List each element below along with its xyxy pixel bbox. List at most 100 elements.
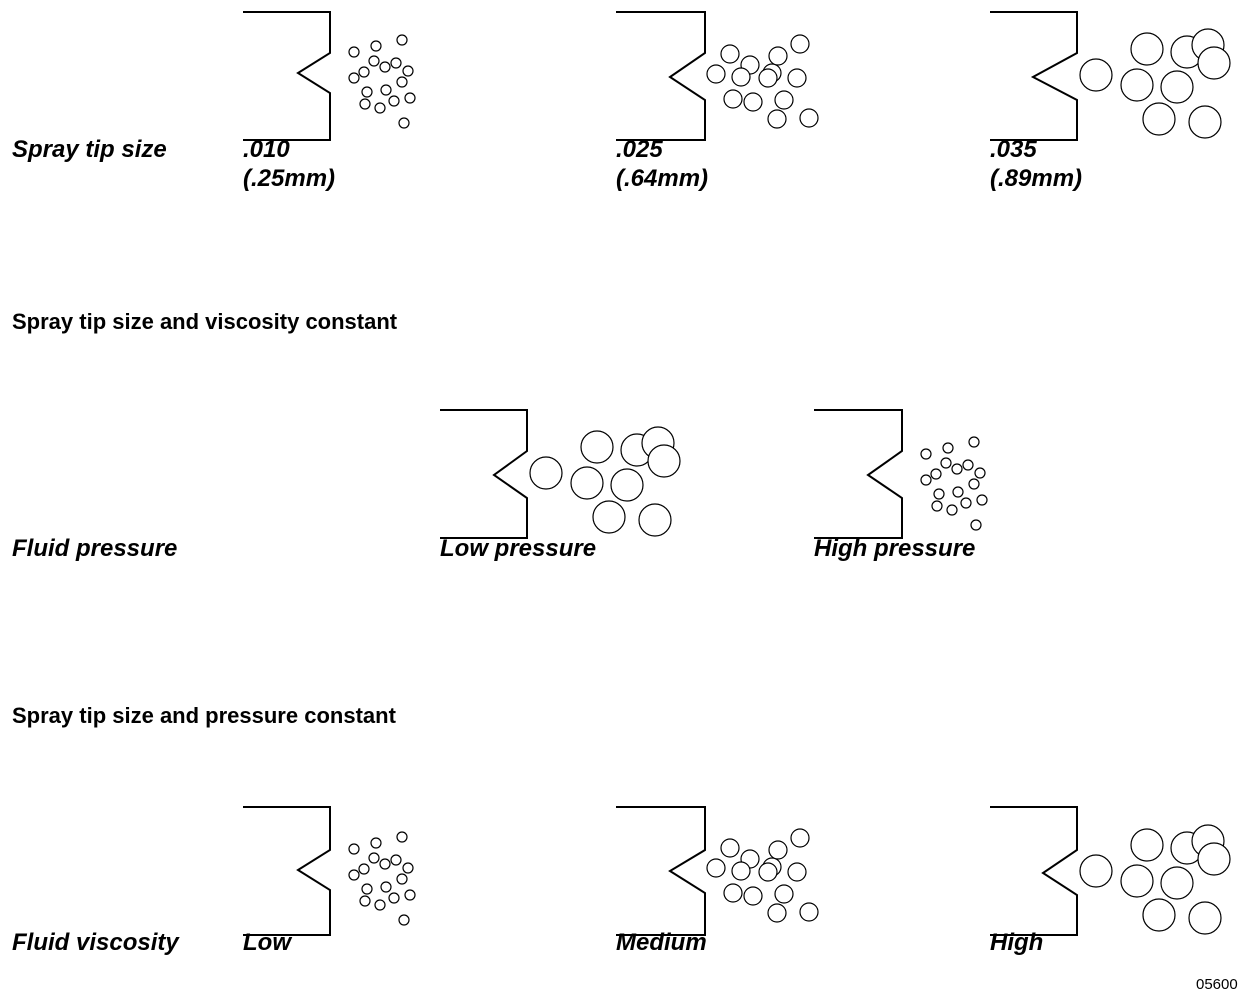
spray-droplet: [768, 840, 788, 860]
tip-size-metric-label: (.25mm): [243, 165, 336, 192]
spray-droplet: [743, 886, 763, 906]
spray-droplet: [379, 61, 391, 73]
spray-droplet: [380, 84, 392, 96]
spray-droplet: [723, 89, 743, 109]
section-heading-pressure-constant: Spray tip size and pressure constant: [12, 703, 396, 728]
nozzle-tip-035: [990, 11, 1231, 141]
spray-droplet: [402, 862, 414, 874]
spray-droplet: [768, 46, 788, 66]
spray-droplet: [1188, 105, 1222, 139]
spray-droplet: [379, 858, 391, 870]
spray-droplet: [931, 500, 943, 512]
spray-droplet: [358, 863, 370, 875]
spray-droplet: [358, 66, 370, 78]
spray-droplet: [404, 889, 416, 901]
spray-droplet: [1120, 864, 1154, 898]
spray-droplet: [348, 843, 360, 855]
tip-size-metric-label: (.89mm): [990, 165, 1083, 192]
spray-droplet: [396, 831, 408, 843]
spray-droplet: [1079, 854, 1113, 888]
spray-droplet: [592, 500, 626, 534]
spray-droplet: [731, 67, 751, 87]
spray-droplet: [580, 430, 614, 464]
nozzle-tip-010: [243, 11, 416, 141]
spray-droplet: [368, 55, 380, 67]
spray-droplet: [743, 92, 763, 112]
spray-droplet: [706, 64, 726, 84]
spray-droplet: [396, 76, 408, 88]
tip-size-metric-label: (.64mm): [616, 165, 709, 192]
spray-droplet: [758, 68, 778, 88]
pressure-label: Low pressure: [440, 535, 597, 562]
spray-droplet: [960, 497, 972, 509]
spray-droplet: [370, 40, 382, 52]
spray-droplet: [374, 899, 386, 911]
spray-droplet: [962, 459, 974, 471]
spray-droplet: [920, 474, 932, 486]
spray-droplet: [1130, 32, 1164, 66]
spray-droplet: [368, 852, 380, 864]
spray-droplet: [933, 488, 945, 500]
row-label-fluid-pressure: Fluid pressure: [12, 535, 178, 562]
spray-droplet: [1188, 901, 1222, 935]
spray-droplet: [706, 858, 726, 878]
spray-droplet: [1142, 898, 1176, 932]
spray-droplet: [380, 881, 392, 893]
spray-droplet: [951, 463, 963, 475]
spray-droplet: [790, 34, 810, 54]
spray-droplet: [529, 456, 563, 490]
tip-size-label: .010: [243, 136, 290, 163]
spray-droplet: [1130, 828, 1164, 862]
viscosity-label: High: [990, 929, 1044, 956]
spray-droplet: [374, 102, 386, 114]
spray-droplet: [799, 108, 819, 128]
tip-size-label: .035: [990, 136, 1037, 163]
spray-droplet: [974, 467, 986, 479]
spray-droplet: [348, 72, 360, 84]
tip-size-label: .025: [616, 136, 663, 163]
spray-droplet: [361, 883, 373, 895]
spray-droplet: [398, 117, 410, 129]
spray-droplet: [402, 65, 414, 77]
spray-droplet: [1160, 866, 1194, 900]
spray-droplet: [390, 854, 402, 866]
spray-droplet: [940, 457, 952, 469]
spray-droplet: [787, 862, 807, 882]
spray-droplet: [390, 57, 402, 69]
row-label-spray-tip-size: Spray tip size: [12, 136, 167, 163]
spray-droplet: [388, 95, 400, 107]
figure-number: 05600: [1196, 976, 1238, 993]
spray-droplet: [1079, 58, 1113, 92]
spray-droplet: [942, 442, 954, 454]
spray-droplet: [774, 90, 794, 110]
spray-droplet: [361, 86, 373, 98]
nozzle-high-pressure: [814, 409, 988, 539]
viscosity-label: Medium: [616, 929, 707, 956]
spray-droplet: [570, 466, 604, 500]
nozzle-medium-viscosity: [616, 806, 819, 936]
spray-droplet: [1142, 102, 1176, 136]
row-label-fluid-viscosity: Fluid viscosity: [12, 929, 179, 956]
spray-droplet: [767, 903, 787, 923]
spray-droplet: [758, 862, 778, 882]
section-heading-viscosity-constant: Spray tip size and viscosity constant: [12, 309, 398, 334]
spray-droplet: [720, 838, 740, 858]
spray-droplet: [610, 468, 644, 502]
spray-droplet: [946, 504, 958, 516]
spray-droplet: [1160, 70, 1194, 104]
spray-droplet: [767, 109, 787, 129]
spray-droplet: [731, 861, 751, 881]
spray-droplet: [396, 34, 408, 46]
spray-droplet: [787, 68, 807, 88]
spray-droplet: [952, 486, 964, 498]
spray-droplet: [774, 884, 794, 904]
nozzle-low-pressure: [440, 409, 681, 539]
spray-droplet: [723, 883, 743, 903]
spray-droplet: [359, 895, 371, 907]
spray-droplet: [970, 519, 982, 531]
spray-droplet: [396, 873, 408, 885]
spray-droplet: [359, 98, 371, 110]
spray-droplet: [404, 92, 416, 104]
spray-droplet: [638, 503, 672, 537]
